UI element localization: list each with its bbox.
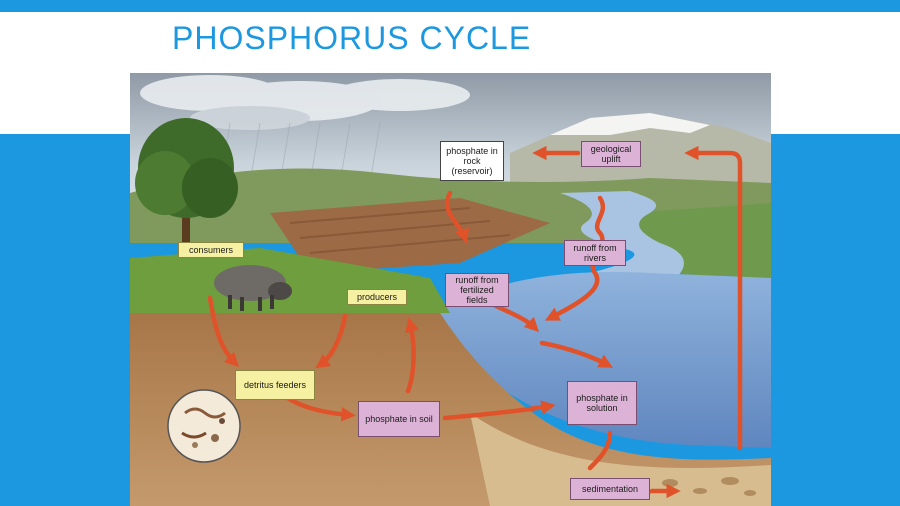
slide-title: PHOSPHORUS CYCLE (172, 20, 532, 56)
label-consumers: consumers (178, 242, 244, 258)
arrow-sediment-up (684, 145, 743, 451)
sheep (214, 265, 292, 311)
river (560, 191, 684, 283)
clouds (140, 75, 470, 130)
cycle-arrows (207, 145, 743, 499)
label-geological-uplift: geological uplift (581, 141, 641, 167)
mountain-snow (550, 113, 710, 135)
fields (270, 198, 550, 273)
arrow-rock-to-fields (445, 190, 470, 244)
tree (135, 118, 238, 253)
label-sedimentation: sedimentation (570, 478, 650, 500)
label-phosphate-in-rock: phosphate in rock (reservoir) (440, 141, 504, 181)
arrow-consumer-to-detritus (207, 295, 240, 368)
phosphorus-cycle-diagram: phosphate in rock (reservoir) geological… (130, 73, 771, 506)
arrow-producer-to-detritus (315, 313, 348, 369)
label-producers: producers (347, 289, 407, 305)
arrow-to-solution (539, 340, 614, 368)
label-phosphate-in-solution: phosphate in solution (567, 381, 637, 425)
arrow-solution-to-sediment (587, 430, 613, 471)
arrow-soil-to-producers (405, 317, 420, 394)
top-accent-bar (0, 0, 900, 12)
arrow-soil-to-solution (442, 400, 556, 421)
label-detritus-feeders: detritus feeders (235, 370, 315, 400)
sediment (470, 413, 771, 506)
label-runoff-from-fertilized-fields: runoff from fertilized fields (445, 273, 509, 307)
microbes-magnified (167, 389, 241, 463)
label-phosphate-in-soil: phosphate in soil (358, 401, 440, 437)
label-runoff-from-rivers: runoff from rivers (564, 240, 626, 266)
soil (130, 313, 771, 506)
